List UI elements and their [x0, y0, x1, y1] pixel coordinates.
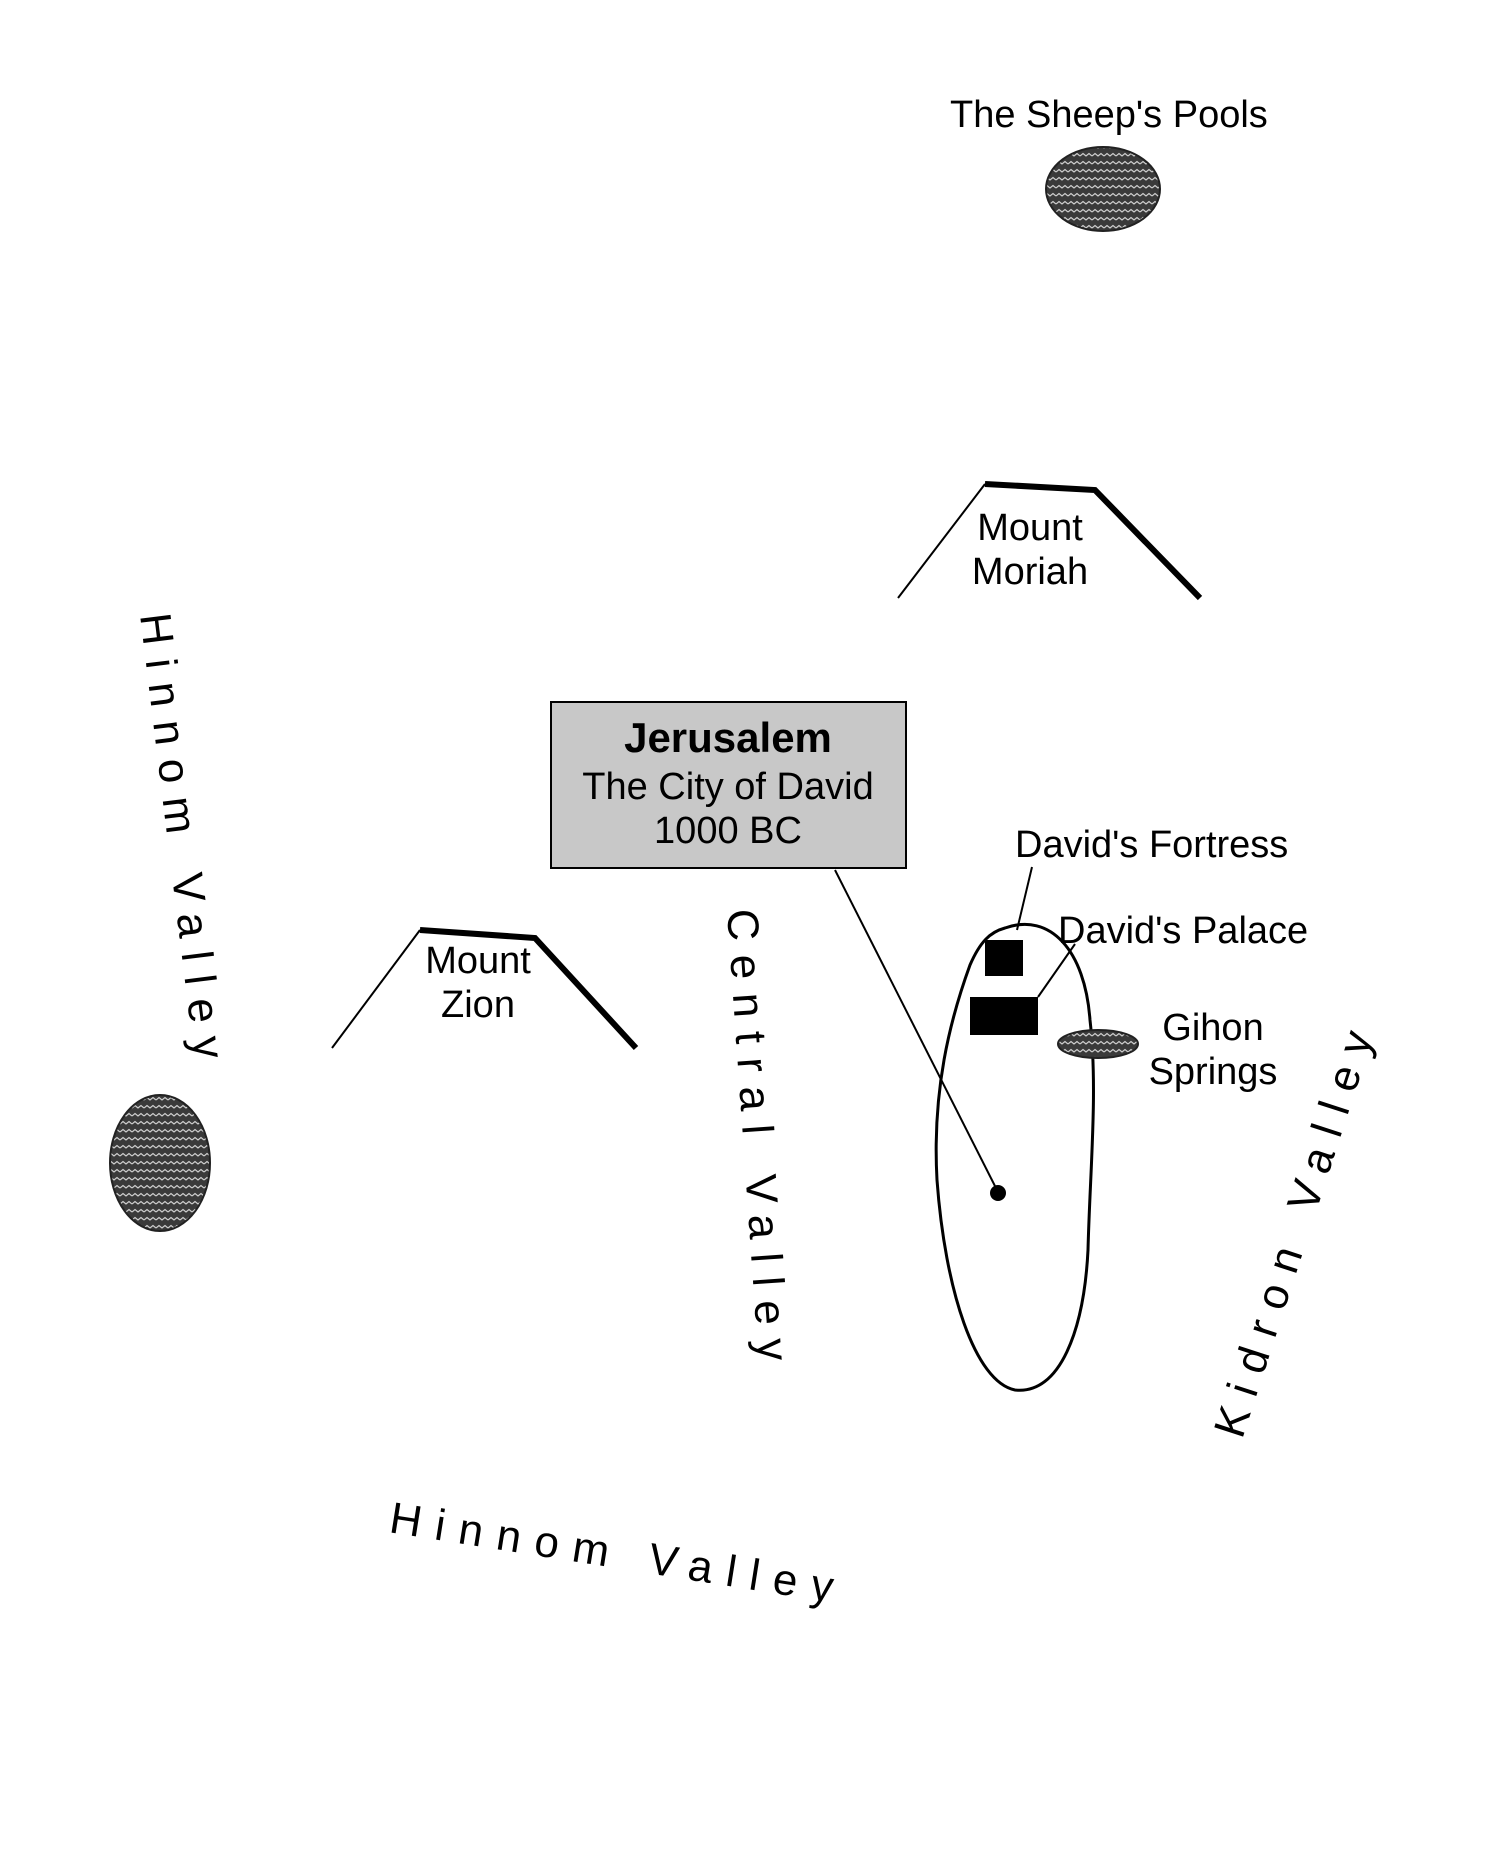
central-valley-label: Central Valley — [717, 907, 798, 1376]
western-pool — [109, 1094, 211, 1232]
mount-zion-label: Mount — [425, 940, 531, 982]
mount-zion-label: Zion — [441, 984, 515, 1026]
mount-moriah-outline-thick — [984, 481, 1203, 601]
sheeps-pools: The Sheep's Pools — [950, 94, 1268, 232]
gihon-springs-label: Gihon — [1162, 1007, 1263, 1049]
map-title: Jerusalem — [624, 714, 832, 761]
hinnom-valley-south-label: Hinnom Valley — [386, 1493, 850, 1614]
sheeps-pools-label: The Sheep's Pools — [950, 94, 1268, 136]
davids-palace: David's Palace — [970, 910, 1308, 1035]
davids-fortress-label: David's Fortress — [1015, 824, 1288, 866]
title-box-background — [550, 701, 907, 869]
mount-moriah-label: Moriah — [972, 551, 1088, 593]
city-center-marker — [990, 1185, 1006, 1201]
hinnom-valley-west-label: Hinnom Valley — [130, 610, 235, 1075]
mount-moriah: Mount Moriah — [897, 481, 1203, 601]
davids-palace-label: David's Palace — [1058, 910, 1308, 952]
davids-palace-building — [970, 997, 1038, 1035]
davids-fortress-building — [985, 940, 1023, 976]
city-of-david-outline — [934, 922, 1095, 1392]
davids-palace-leader-line — [1037, 943, 1076, 998]
map-subtitle: The City of David — [582, 766, 873, 808]
davids-fortress: David's Fortress — [985, 824, 1288, 976]
davids-fortress-leader-line — [1016, 866, 1033, 931]
mount-zion-outline-thick — [419, 927, 639, 1051]
mount-moriah-outline-thin — [897, 483, 986, 599]
gihon-springs-label: Springs — [1149, 1051, 1278, 1093]
mount-zion: Mount Zion — [331, 927, 639, 1051]
title-box: Jerusalem The City of David 1000 BC — [550, 701, 907, 869]
gihon-springs-pool — [1057, 1029, 1139, 1059]
mount-zion-outline-thin — [331, 929, 421, 1049]
title-box-leader-line — [834, 869, 999, 1193]
map-date: 1000 BC — [654, 810, 802, 852]
gihon-springs: Gihon Springs — [1057, 1007, 1278, 1093]
mount-moriah-label: Mount — [977, 507, 1083, 549]
sheeps-pools-pool — [1045, 146, 1161, 232]
